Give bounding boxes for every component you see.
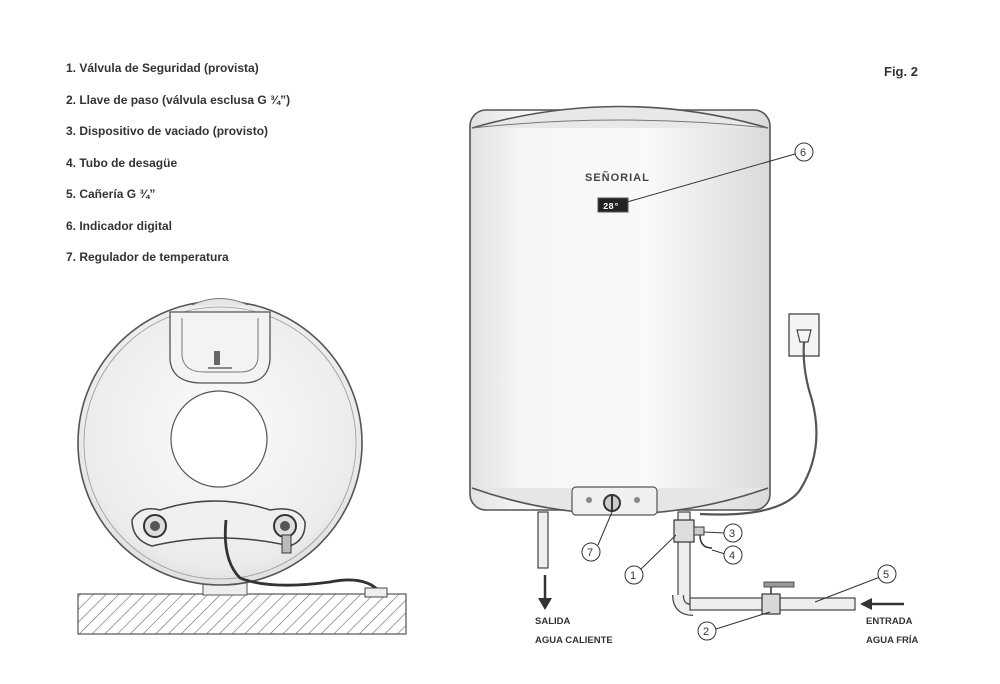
legend-item-temperature-regulator: 7. Regulador de temperatura bbox=[66, 250, 229, 264]
svg-text:7: 7 bbox=[587, 547, 593, 559]
digital-display bbox=[597, 197, 629, 213]
svg-text:6: 6 bbox=[800, 147, 806, 159]
power-supply bbox=[699, 313, 820, 516]
callout-4: 4 bbox=[723, 545, 743, 565]
display-readout: 28° bbox=[603, 202, 619, 212]
heater-body bbox=[469, 109, 771, 511]
callout-3: 3 bbox=[723, 523, 743, 543]
drain-tube bbox=[699, 534, 713, 549]
heater-front-view: SEÑORIAL 28° bbox=[469, 105, 771, 516]
floor-surface bbox=[77, 593, 407, 635]
svg-text:4: 4 bbox=[729, 550, 735, 562]
callout-2: 2 bbox=[697, 621, 717, 641]
callout-1: 1 bbox=[624, 565, 644, 585]
outlet-label-line1: SALIDA bbox=[535, 616, 571, 627]
heater-bottom-center-opening bbox=[170, 390, 268, 488]
svg-text:1: 1 bbox=[630, 570, 636, 582]
svg-text:3: 3 bbox=[729, 528, 735, 540]
power-cable-bottom bbox=[223, 519, 382, 593]
control-knob bbox=[214, 351, 220, 365]
callout-7: 7 bbox=[581, 542, 601, 562]
heater-bottom-top-bump bbox=[191, 298, 249, 306]
svg-text:2: 2 bbox=[703, 626, 709, 638]
power-cable bbox=[699, 341, 818, 516]
drain-device bbox=[693, 526, 705, 536]
flange-plate bbox=[131, 500, 306, 547]
legend-item-digital-indicator: 6. Indicador digital bbox=[66, 218, 173, 233]
stop-valve bbox=[761, 593, 781, 615]
heater-top-cap bbox=[471, 105, 769, 129]
outlet-arrow bbox=[538, 598, 552, 610]
inlet-label-line2: AGUA FRÍA bbox=[866, 635, 919, 646]
inlet-arrow bbox=[860, 598, 872, 610]
inlet-label-line1: ENTRADA bbox=[866, 616, 913, 627]
callouts: 6 7 1 3 4 2 5 bbox=[581, 142, 897, 641]
callout-5: 5 bbox=[877, 564, 897, 584]
component-legend: 1. Válvula de Seguridad (provista) 2. Ll… bbox=[66, 60, 290, 281]
legend-item-drain-device: 3. Dispositivo de vaciado (provisto) bbox=[66, 124, 269, 138]
safety-valve bbox=[673, 519, 695, 543]
control-housing bbox=[169, 311, 271, 384]
legend-item-safety-valve: 1. Válvula de Seguridad (provista) bbox=[66, 61, 259, 75]
figure-label: Fig. 2 bbox=[884, 64, 918, 79]
flow-labels: SALIDA AGUA CALIENTE ENTRADA AGUA FRÍA bbox=[535, 616, 919, 646]
hot-water-outlet-pipe bbox=[537, 511, 549, 569]
outlet-label-line2: AGUA CALIENTE bbox=[535, 635, 613, 646]
brand-logo: SEÑORIAL bbox=[585, 171, 650, 184]
legend-item-drain-tube: 4. Tubo de desagüe bbox=[66, 155, 178, 170]
legend-item-pipe: 5. Cañería G ¾” bbox=[66, 187, 156, 201]
heater-bottom-view bbox=[77, 298, 407, 635]
legend-item-stop-valve: 2. Llave de paso (válvula esclusa G ¾”) bbox=[66, 92, 291, 107]
plumbing bbox=[537, 511, 904, 616]
callout-6: 6 bbox=[794, 142, 814, 162]
svg-text:5: 5 bbox=[883, 569, 889, 581]
heater-bottom-inner-ring bbox=[83, 306, 357, 580]
